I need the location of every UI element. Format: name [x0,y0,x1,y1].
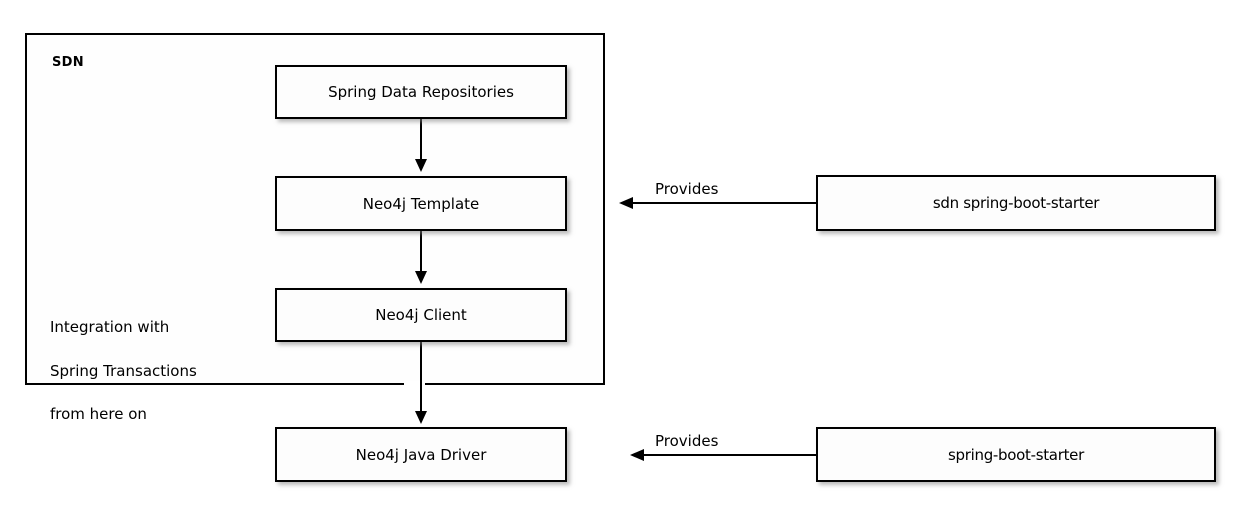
arrowhead-down-icon [415,271,427,284]
node-neo4j-template-label: Neo4j Template [362,194,480,213]
container-border-gap [404,381,425,389]
integration-note-line-3: from here on [50,405,147,423]
node-neo4j-client: Neo4j Client [275,288,567,342]
node-neo4j-template: Neo4j Template [275,176,567,231]
node-neo4j-client-label: Neo4j Client [375,306,467,324]
node-neo4j-java-driver-label: Neo4j Java Driver [355,445,487,464]
sdn-group-label: SDN [52,55,84,70]
node-neo4j-java-driver: Neo4j Java Driver [275,427,567,482]
arrowhead-down-icon [415,411,427,424]
arrowhead-down-icon [415,159,427,172]
arrow-repos-to-template-line [420,119,422,160]
node-spring-data-repositories: Spring Data Repositories [275,65,567,119]
integration-note-line-1: Integration with [50,318,170,336]
arrow-template-to-client-line [420,231,422,272]
arrowhead-left-icon [619,197,633,209]
integration-note-line-2: Spring Transactions [50,361,197,380]
integration-note: Integration with Spring Transactions fro… [50,291,197,451]
node-sdn-spring-boot-starter-label: sdn spring-boot-starter [932,194,1100,212]
node-sdn-spring-boot-starter: sdn spring-boot-starter [816,175,1216,231]
node-spring-boot-starter-label: spring-boot-starter [948,445,1084,464]
arrowhead-left-icon [630,449,644,461]
node-spring-boot-starter: spring-boot-starter [816,427,1216,482]
arrow-client-to-driver-line [420,342,422,412]
provides-label-top: Provides [655,180,719,198]
node-spring-data-repositories-label: Spring Data Repositories [328,83,514,101]
provides-label-bottom: Provides [655,432,719,450]
arrow-provides-bottom-line [643,454,816,456]
arrow-provides-top-line [632,202,816,204]
